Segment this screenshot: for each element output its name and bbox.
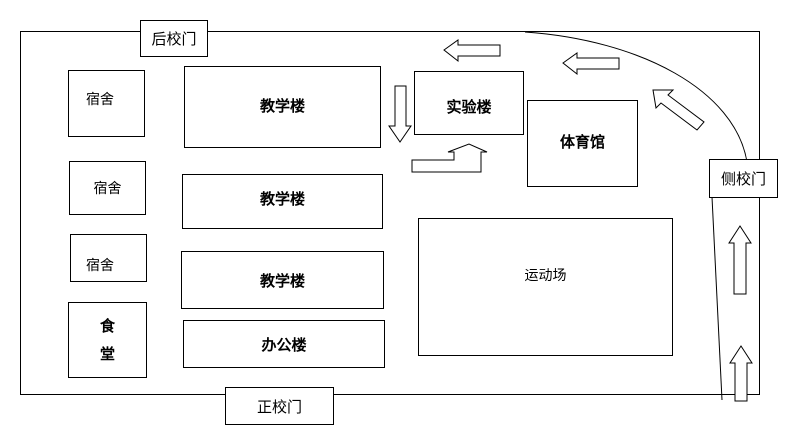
- main-gate: 正校门: [225, 387, 334, 425]
- side-gate: 侧校门: [709, 159, 778, 198]
- gymnasium: 体育馆: [527, 100, 638, 187]
- arrow-left-icon: [562, 52, 620, 76]
- dormitory-2: 宿舍: [69, 161, 146, 215]
- teaching-building-1: 教学楼: [184, 66, 381, 148]
- back-gate: 后校门: [140, 20, 208, 57]
- arrow-bent-up-icon: [411, 143, 488, 173]
- office-building: 办公楼: [183, 320, 385, 368]
- canteen-label-line2: 堂: [99, 345, 115, 363]
- arrow-down-icon: [388, 85, 412, 143]
- canteen-label-line1: 食: [99, 317, 115, 335]
- side-path-line: [711, 196, 723, 401]
- dormitory-3: 宿舍: [70, 234, 147, 282]
- arrow-left-icon: [443, 39, 501, 63]
- teaching-building-2: 教学楼: [182, 174, 383, 229]
- campus-boundary: [20, 31, 760, 395]
- arrow-up-icon: [729, 345, 753, 402]
- arrow-up-icon: [728, 225, 752, 295]
- arrow-up-left-icon: [652, 89, 705, 131]
- curved-path: [524, 31, 748, 163]
- canteen: 食 堂: [68, 302, 147, 378]
- sports-field: 运动场: [418, 218, 673, 356]
- dormitory-1: 宿舍: [68, 70, 145, 137]
- lab-building: 实验楼: [414, 71, 524, 135]
- teaching-building-3: 教学楼: [181, 251, 384, 309]
